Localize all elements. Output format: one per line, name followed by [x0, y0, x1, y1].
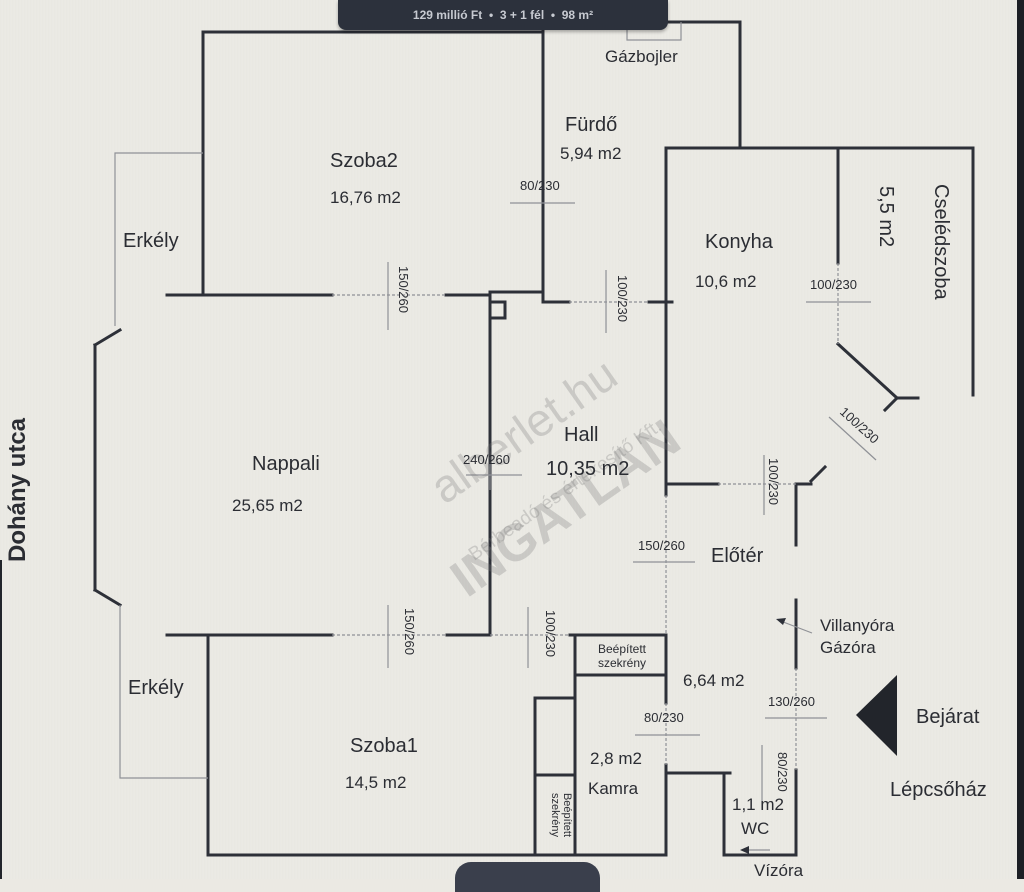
listing-separator-2: • — [550, 8, 556, 22]
meter-arrows — [740, 618, 813, 854]
builtin-wardrobe-top-line1: Beépített — [597, 642, 647, 656]
water-meter-label: Vízóra — [754, 861, 804, 880]
staircase-label: Lépcsőház — [890, 779, 987, 801]
room-nappali-name: Nappali — [252, 453, 320, 475]
listing-size: 98 m² — [561, 8, 594, 22]
street-name: Dohány utca — [4, 417, 31, 562]
room-konyha-name: Konyha — [705, 231, 773, 253]
room-szoba1-area: 14,5 m2 — [345, 773, 407, 792]
room-furdo-area: 5,94 m2 — [560, 144, 622, 163]
builtin-wardrobe-top-line2: szekrény — [597, 656, 647, 670]
room-wc-name: WC — [741, 819, 770, 838]
room-szoba2-area: 16,76 m2 — [330, 188, 401, 207]
listing-price: 129 millió Ft — [412, 8, 483, 22]
walls — [92, 20, 975, 857]
gas-meter-label: Gázóra — [820, 638, 876, 657]
entrance-triangle-icon — [856, 675, 897, 756]
room-hall-area: 10,35 m2 — [546, 458, 630, 480]
balcony-bottom-label: Erkély — [128, 677, 184, 699]
listing-info-bar: 129 millió Ft • 3 + 1 fél • 98 m² — [338, 0, 668, 30]
screen-edge — [1017, 0, 1024, 879]
door-dim-szoba1-side: 100/230 — [543, 610, 558, 657]
room-wc-area: 1,1 m2 — [732, 795, 784, 814]
room-kamra-area: 2,8 m2 — [590, 749, 642, 768]
room-konyha-area: 10,6 m2 — [695, 272, 757, 291]
door-dim-szoba1: 150/260 — [402, 608, 417, 655]
door-dim-eloter: 150/260 — [638, 538, 685, 553]
room-kamra-name: Kamra — [588, 779, 639, 798]
listing-rooms: 3 + 1 fél — [499, 8, 545, 22]
door-dim-nappali: 240/260 — [463, 452, 510, 467]
room-szoba1-name: Szoba1 — [350, 735, 418, 757]
builtin-wardrobe-side-line2: szekrény — [549, 792, 561, 838]
villanyora-arrow-icon — [776, 618, 786, 625]
room-furdo-name: Fürdő — [565, 114, 618, 136]
image-counter-pill[interactable] — [455, 862, 600, 892]
builtin-wardrobe-side: Beépített szekrény — [549, 780, 573, 850]
room-cseledszoba-area: 5,5 m2 — [875, 186, 897, 248]
room-cseledszoba-name: Cselédszoba — [930, 184, 952, 300]
listing-separator-1: • — [488, 8, 494, 22]
room-eloter-area: 6,64 m2 — [683, 671, 745, 690]
room-nappali-area: 25,65 m2 — [232, 496, 303, 515]
entrance-label: Bejárat — [916, 706, 980, 728]
door-dim-wc: 80/230 — [775, 752, 790, 792]
thin-lines — [114, 22, 877, 810]
builtin-wardrobe-top: Beépített szekrény — [583, 642, 661, 670]
electric-meter-label: Villanyóra — [820, 616, 895, 635]
door-dim-szoba2: 150/260 — [396, 266, 411, 313]
builtin-wardrobe-side-line1: Beépített — [561, 792, 573, 838]
room-szoba2-name: Szoba2 — [330, 150, 398, 172]
door-dim-hall-top: 100/230 — [615, 275, 630, 322]
door-dim-kamra: 80/230 — [644, 710, 684, 725]
room-eloter-name: Előtér — [711, 545, 764, 567]
door-dim-konyha-side: 100/230 — [766, 458, 781, 505]
door-dim-furdo: 80/230 — [520, 178, 560, 193]
gazbojler-label: Gázbojler — [605, 47, 678, 66]
door-dim-konyha: 100/230 — [810, 277, 857, 292]
door-dim-bejarat: 130/260 — [768, 694, 815, 709]
room-hall-name: Hall — [564, 424, 599, 446]
vizora-arrow-icon — [740, 846, 749, 854]
balcony-top-label: Erkély — [123, 230, 179, 252]
